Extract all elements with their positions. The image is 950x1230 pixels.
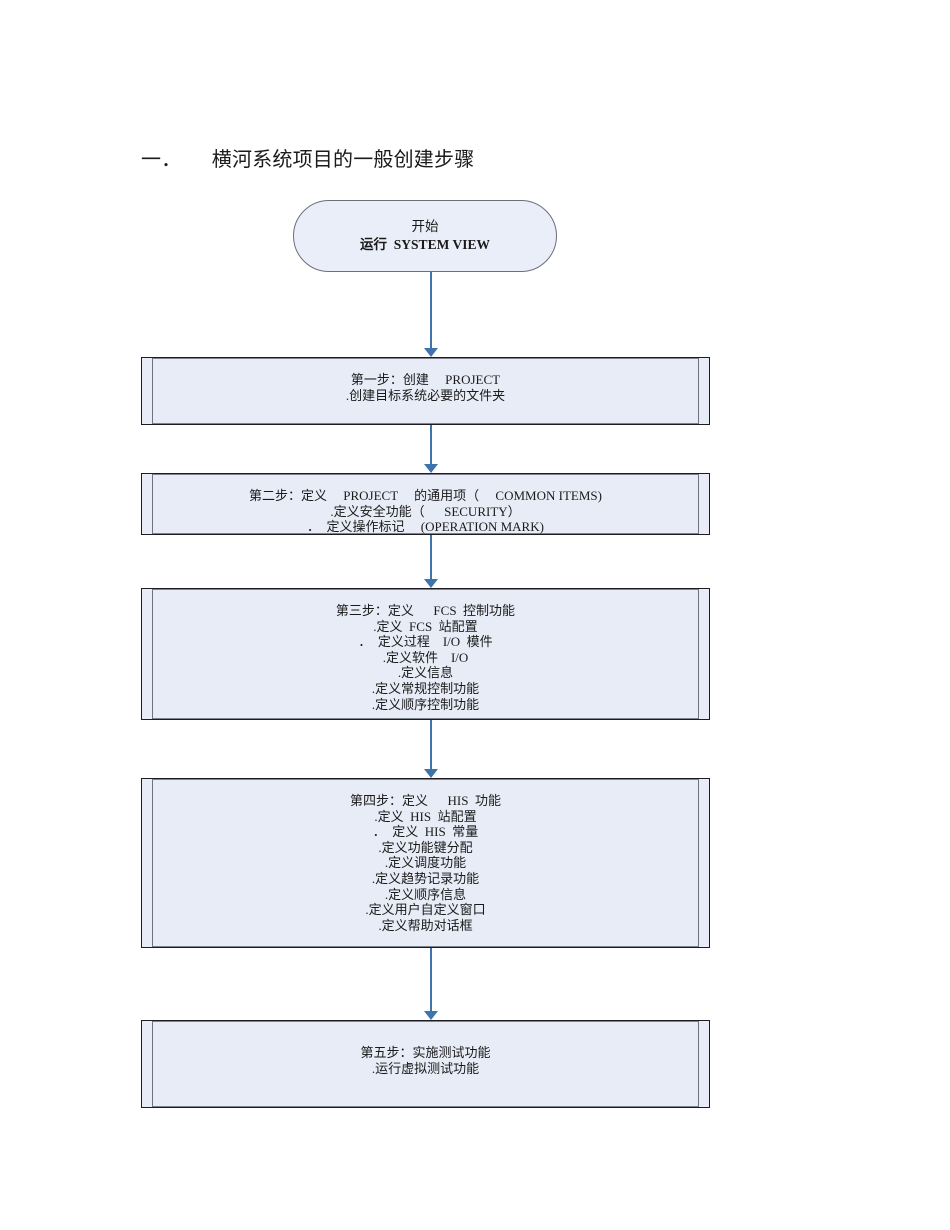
page-title: 一． 横河系统项目的一般创建步骤 bbox=[141, 149, 475, 171]
flow-node-step-4: 第四步：定义 HIS 功能 .定义 HIS 站配置 ． 定义 HIS 常量 .定… bbox=[141, 778, 710, 948]
flow-node-step-4-body: 第四步：定义 HIS 功能 .定义 HIS 站配置 ． 定义 HIS 常量 .定… bbox=[153, 779, 698, 947]
arrowhead-down-icon bbox=[424, 769, 438, 778]
connector-stem bbox=[430, 720, 432, 769]
flow-node-step-4-line-8: .定义用户自定义窗口 bbox=[365, 902, 486, 918]
flow-node-step-1-line-2: .创建目标系统必要的文件夹 bbox=[345, 387, 506, 403]
connector-stem bbox=[430, 425, 432, 464]
flow-node-step-5-line-2: .运行虚拟测试功能 bbox=[371, 1060, 480, 1076]
flow-node-step-2-line-1: 第二步：定义 PROJECT 的通用项（ COMMON ITEMS) bbox=[249, 488, 602, 503]
flow-node-step-4-line-1: 第四步：定义 HIS 功能 bbox=[350, 793, 501, 808]
flow-node-step-3-body: 第三步：定义 FCS 控制功能 .定义 FCS 站配置 ． 定义过程 I/O 模… bbox=[153, 589, 698, 719]
connector-step-2-to-step-3 bbox=[418, 535, 444, 588]
flow-node-step-4-line-9: .定义帮助对话框 bbox=[378, 917, 473, 933]
flow-node-start-line-2: 运行 SYSTEM VIEW bbox=[360, 237, 490, 252]
flow-node-step-1-body: 第一步：创建 PROJECT .创建目标系统必要的文件夹 bbox=[153, 358, 698, 424]
flow-node-step-2-line-3: ． 定义操作标记 (OPERATION MARK) bbox=[307, 519, 544, 535]
flow-node-step-3-line-4: .定义软件 I/O bbox=[382, 649, 469, 665]
connector-step-1-to-step-2 bbox=[418, 425, 444, 473]
flow-node-step-3-line-1: 第三步：定义 FCS 控制功能 bbox=[335, 603, 516, 618]
flow-node-start: 开始 运行 SYSTEM VIEW bbox=[293, 200, 557, 272]
arrowhead-down-icon bbox=[424, 464, 438, 473]
flow-node-step-3-line-2: .定义 FCS 站配置 bbox=[373, 618, 478, 634]
flow-node-step-5: 第五步：实施测试功能 .运行虚拟测试功能 bbox=[141, 1020, 710, 1108]
connector-step-4-to-step-5 bbox=[418, 948, 444, 1020]
flow-node-step-3-line-6: .定义常规控制功能 bbox=[371, 680, 480, 696]
flow-node-step-3-line-3: ． 定义过程 I/O 模件 bbox=[358, 634, 493, 650]
flow-node-step-4-line-4: .定义功能键分配 bbox=[378, 839, 473, 855]
flow-node-step-3: 第三步：定义 FCS 控制功能 .定义 FCS 站配置 ． 定义过程 I/O 模… bbox=[141, 588, 710, 720]
connector-start-to-step-1 bbox=[418, 272, 444, 357]
flow-node-step-5-line-1: 第五步：实施测试功能 bbox=[360, 1045, 491, 1060]
connector-stem bbox=[430, 948, 432, 1011]
connector-stem bbox=[430, 535, 432, 579]
flow-node-step-2: 第二步：定义 PROJECT 的通用项（ COMMON ITEMS) .定义安全… bbox=[141, 473, 710, 535]
flow-node-step-1-line-1: 第一步：创建 PROJECT bbox=[350, 372, 501, 387]
flow-node-step-4-line-5: .定义调度功能 bbox=[384, 855, 467, 871]
flow-node-step-1: 第一步：创建 PROJECT .创建目标系统必要的文件夹 bbox=[141, 357, 710, 425]
flow-node-step-4-line-2: .定义 HIS 站配置 bbox=[374, 808, 477, 824]
arrowhead-down-icon bbox=[424, 348, 438, 357]
flow-node-start-line-1: 开始 bbox=[411, 219, 439, 234]
flow-node-step-5-body: 第五步：实施测试功能 .运行虚拟测试功能 bbox=[153, 1021, 698, 1107]
arrowhead-down-icon bbox=[424, 1011, 438, 1020]
flow-node-step-2-body: 第二步：定义 PROJECT 的通用项（ COMMON ITEMS) .定义安全… bbox=[153, 474, 698, 534]
arrowhead-down-icon bbox=[424, 579, 438, 588]
flow-node-step-4-line-6: .定义趋势记录功能 bbox=[371, 870, 480, 886]
flow-node-step-4-line-7: .定义顺序信息 bbox=[384, 886, 467, 902]
connector-stem bbox=[430, 272, 432, 348]
flow-node-step-4-line-3: ． 定义 HIS 常量 bbox=[372, 824, 479, 840]
flow-node-step-2-line-2: .定义安全功能（ SECURITY） bbox=[330, 503, 521, 519]
flow-node-step-3-line-5: .定义信息 bbox=[397, 665, 454, 681]
flow-node-step-3-line-7: .定义顺序控制功能 bbox=[371, 696, 480, 712]
connector-step-3-to-step-4 bbox=[418, 720, 444, 778]
